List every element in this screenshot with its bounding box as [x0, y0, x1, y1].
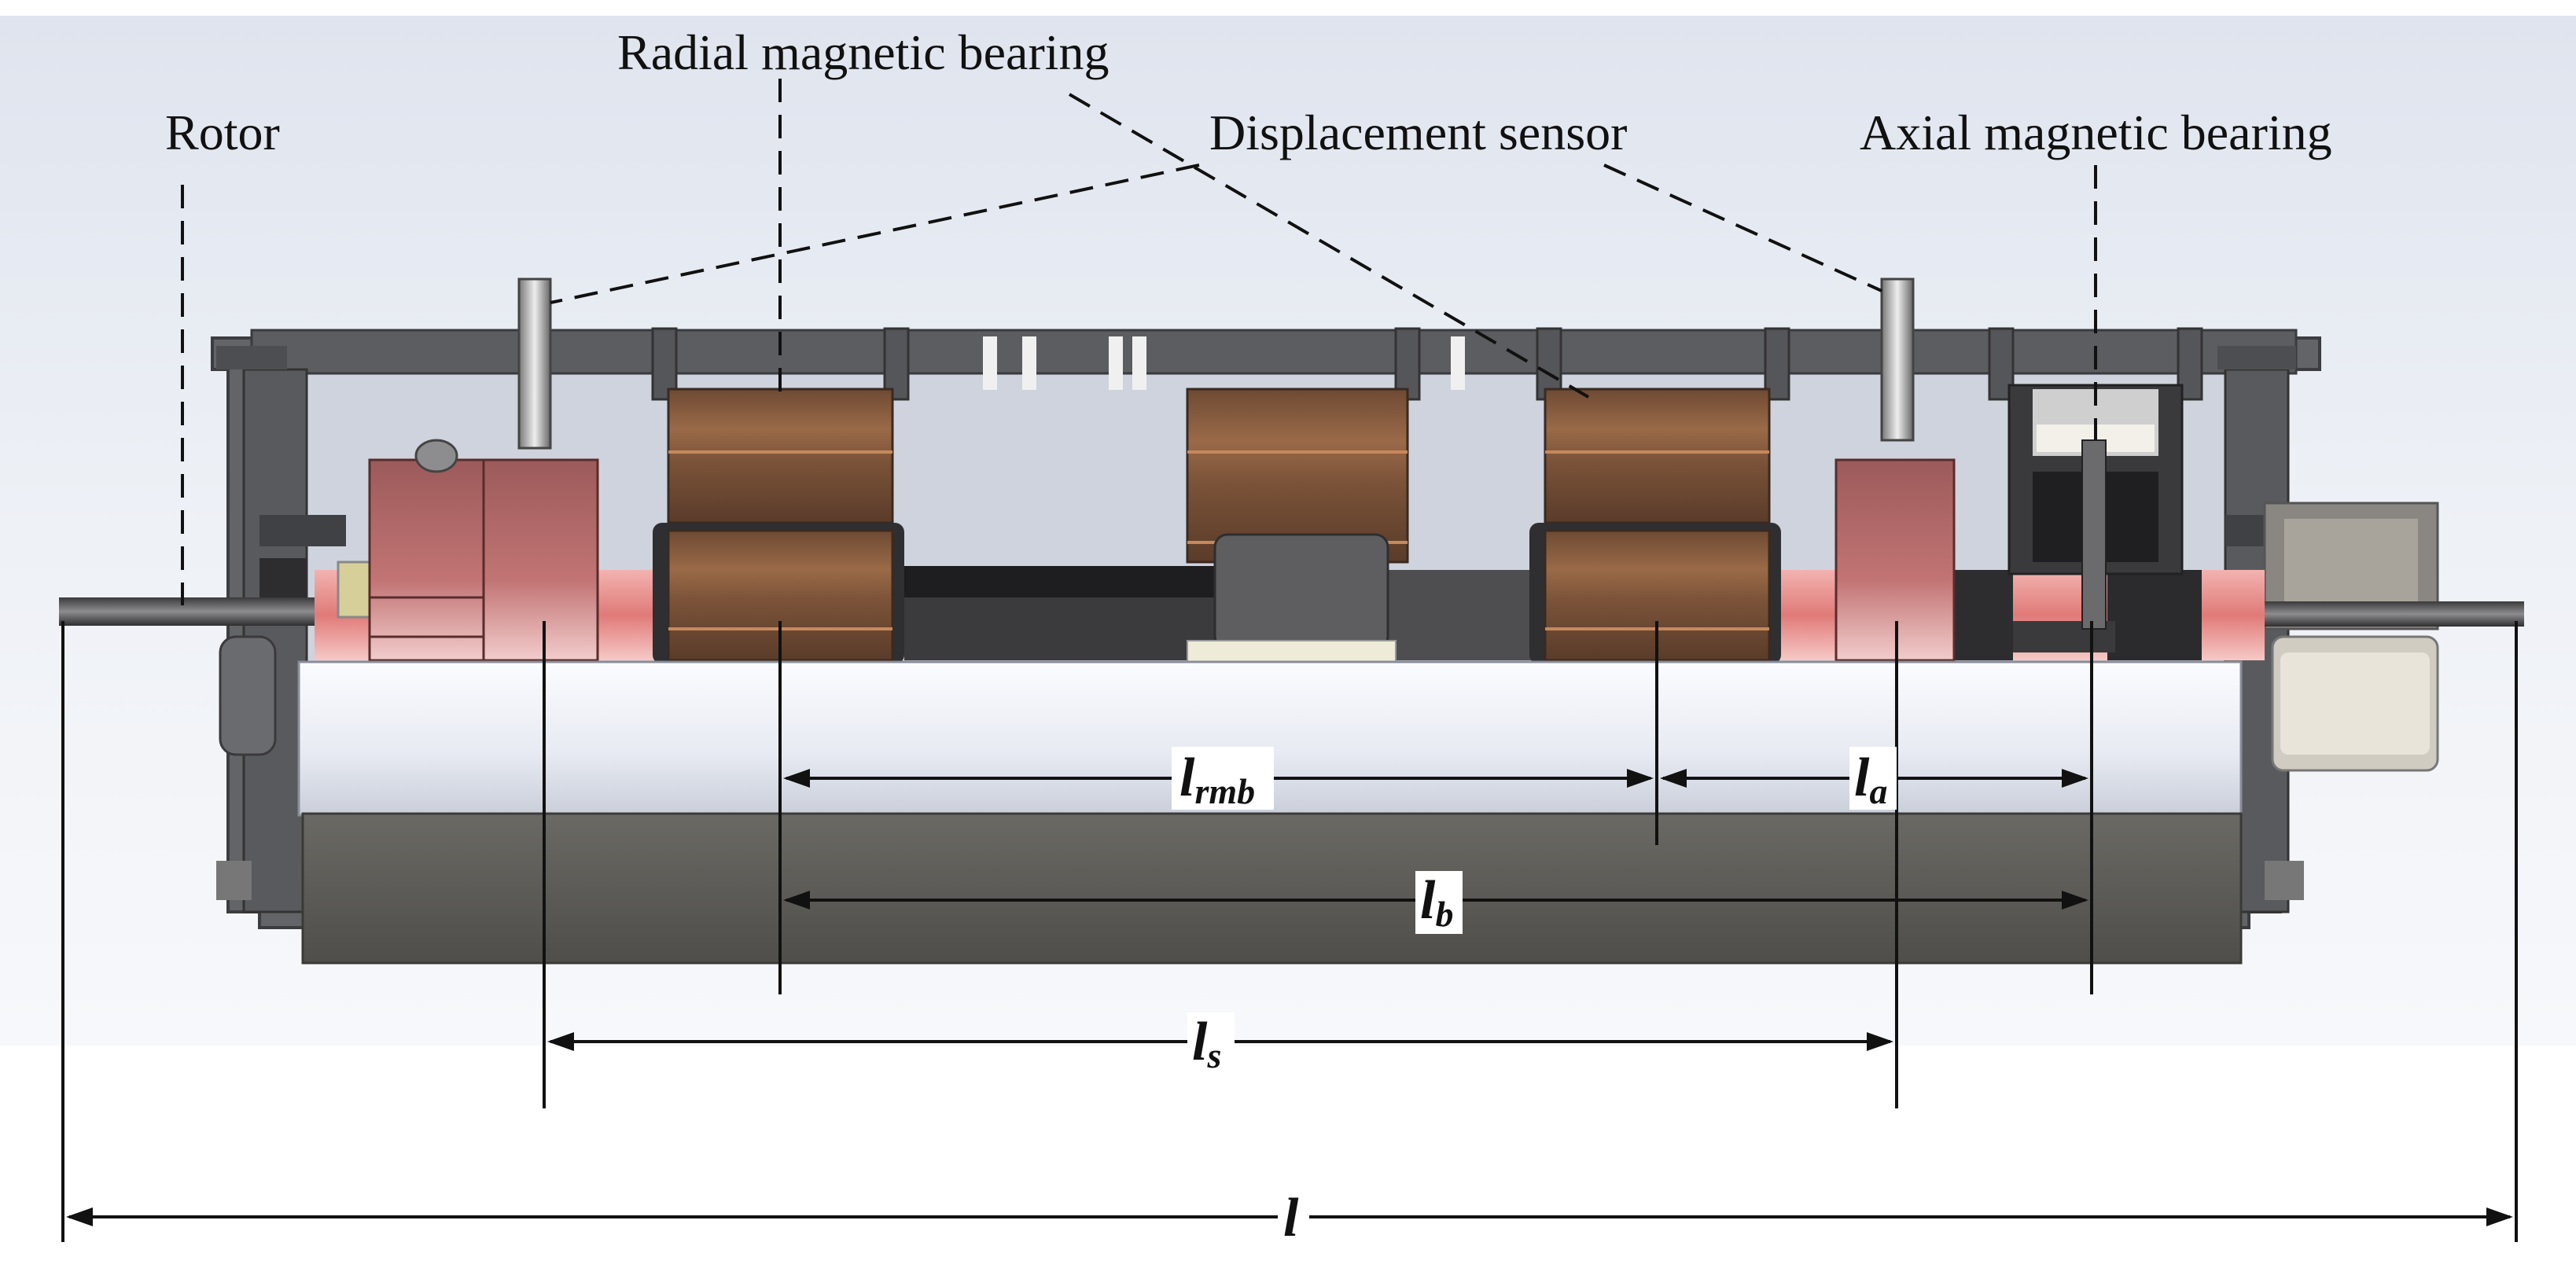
dim-label-ls: ls [1192, 1012, 1221, 1075]
top-plate-slots [983, 336, 1465, 390]
dim-label-l: l [1283, 1188, 1299, 1248]
arrow-la-right [2062, 769, 2088, 788]
arrow-lb-left [783, 891, 810, 910]
label-bg-ls [1187, 1013, 1235, 1075]
label-rotor: Rotor [165, 105, 280, 160]
left-end-cap [216, 346, 346, 913]
label-displacement-sensor: Displacement sensor [1209, 105, 1627, 160]
sensor-pins [517, 277, 1915, 450]
machine-assembly [59, 277, 2524, 965]
arrow-ls-left [547, 1032, 574, 1051]
callout-labels: Rotor Radial magnetic bearing Displaceme… [165, 24, 2332, 160]
label-bg-la [1849, 747, 1897, 810]
motor-stator [1186, 388, 1409, 665]
arrow-lrmb-right [1627, 769, 1654, 788]
arrow-lb-right [2062, 891, 2088, 910]
arrow-l-left [66, 1207, 93, 1226]
label-bg-l [1278, 1187, 1309, 1248]
left-sensor-block [368, 439, 599, 662]
leader-sensor-left [550, 164, 1200, 304]
label-axial-magnetic-bearing: Axial magnetic bearing [1860, 105, 2332, 160]
label-radial-magnetic-bearing: Radial magnetic bearing [617, 24, 1110, 80]
base-block [301, 812, 2243, 965]
extension-lines [61, 621, 2518, 1242]
arrow-lrmb-left [783, 769, 810, 788]
arrow-la-left [1660, 769, 1687, 788]
dim-label-lb: lb [1420, 870, 1453, 934]
top-plate-bumps [651, 327, 2203, 401]
arrow-l-right [2486, 1207, 2513, 1226]
axial-bearing [2007, 384, 2184, 630]
leader-lines [181, 79, 2097, 605]
label-bg-lrmb [1172, 747, 1274, 810]
top-plate [250, 329, 2298, 375]
dim-label-la: la [1854, 748, 1887, 811]
leader-radial-right [1068, 93, 1590, 399]
dim-label-lrmb: lrmb [1179, 748, 1255, 811]
dimension-labels: lrmb la lb ls l [1172, 747, 1897, 1248]
arrow-ls-right [1867, 1032, 1893, 1051]
radial-bearing-left [653, 388, 904, 664]
leader-sensor-right [1603, 164, 1882, 292]
label-bg-lb [1415, 871, 1463, 934]
radial-bearing-right [1529, 388, 1781, 664]
